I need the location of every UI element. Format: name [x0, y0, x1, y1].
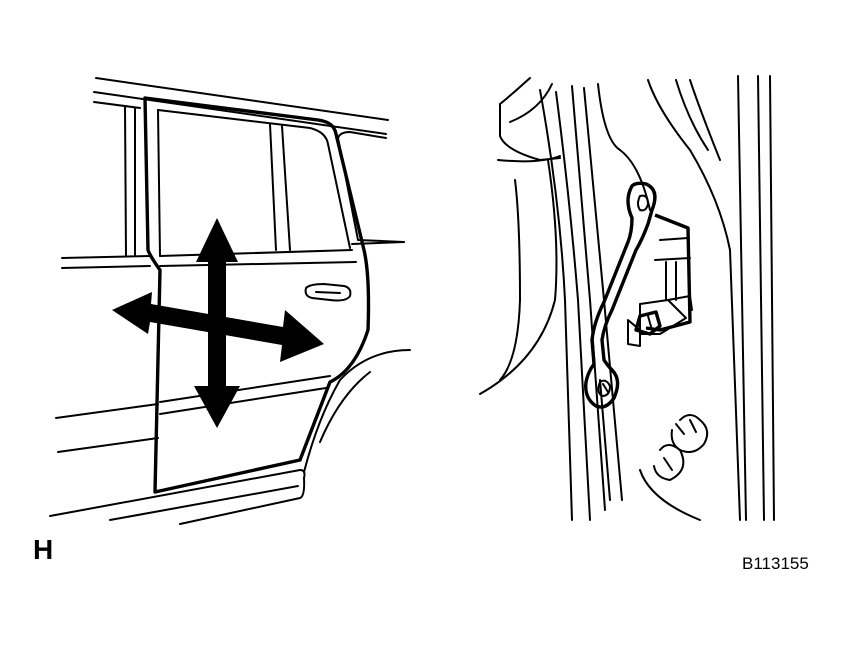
view-label: H	[33, 534, 54, 565]
vehicle-body-outline	[49, 77, 411, 525]
wrench-tool	[584, 181, 657, 409]
figure-code: B113155	[742, 554, 809, 573]
weatherstrip-curl	[653, 414, 709, 481]
four-way-arrow-icon	[112, 218, 324, 428]
door-frame-outline	[479, 75, 775, 521]
rear-door-outline	[143, 96, 371, 494]
bolt-icon	[634, 310, 662, 336]
door-handle	[304, 283, 352, 302]
